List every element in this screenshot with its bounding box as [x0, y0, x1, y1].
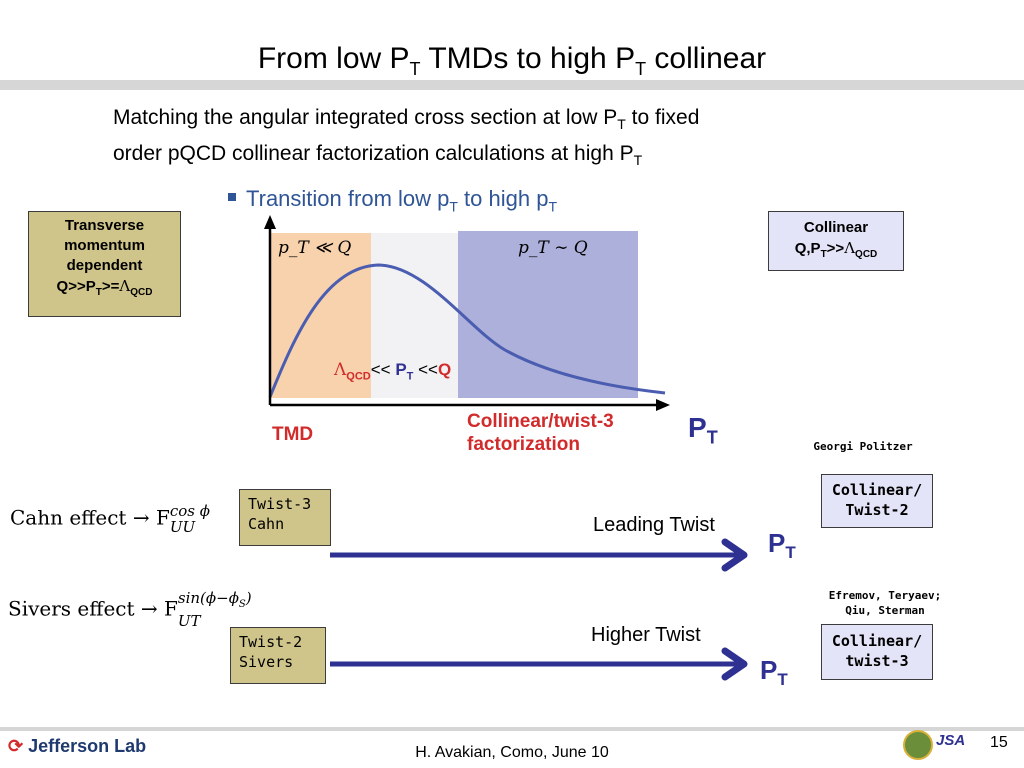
- jlab-swoosh-icon: ⟳: [8, 736, 24, 756]
- cross-section-curve: [268, 263, 666, 398]
- credit-efremov: Efremov, Teryaev; Qiu, Sterman: [828, 589, 942, 617]
- pale-region: [371, 233, 458, 398]
- higher-twist-arrow: [330, 647, 748, 681]
- collinear-twist2-box: Collinear/ Twist-2: [821, 474, 933, 528]
- high-region-label: p_T ∼ Q: [518, 238, 588, 258]
- higher-twist-label: Higher Twist: [591, 624, 701, 646]
- leading-twist-label: Leading Twist: [593, 514, 715, 536]
- leading-twist-arrow: [330, 538, 748, 572]
- tmd-region: [270, 233, 371, 398]
- bullet-transition: Transition from low pT to high pT: [228, 186, 557, 214]
- jefferson-lab-logo: ⟳ Jefferson Lab: [8, 736, 147, 756]
- footer-text: H. Avakian, Como, June 10: [415, 744, 609, 761]
- collinear-box: Collinear Q,PT>>ΛQCD: [768, 211, 904, 271]
- footer-divider: [0, 727, 1024, 731]
- slide-title: From low PT TMDs to high PT collinear: [257, 42, 767, 79]
- leading-pt-label: PT: [768, 528, 796, 563]
- higher-pt-label: PT: [760, 655, 788, 690]
- credit-politzer: Georgi Politzer: [813, 440, 913, 453]
- low-region-label: p_T ≪ Q: [278, 238, 352, 258]
- collinear-factorization-label: Collinear/twist-3 factorization: [467, 411, 614, 455]
- higher-arrowhead-icon: [721, 647, 748, 681]
- y-axis-arrowhead: [264, 215, 276, 229]
- collinear-twist3-box: Collinear/ twist-3: [821, 624, 933, 680]
- sivers-box: Twist-2 Sivers: [230, 627, 326, 684]
- doe-seal-icon: [903, 730, 933, 760]
- intro-text: Matching the angular integrated cross se…: [113, 106, 700, 169]
- title-divider: [0, 80, 1024, 90]
- cahn-box: Twist-3 Cahn: [239, 489, 331, 546]
- bullet-square-icon: [228, 193, 236, 202]
- leading-arrowhead-icon: [721, 538, 748, 572]
- plot-axis-label: PT: [688, 412, 718, 448]
- page-number: 15: [990, 734, 1008, 751]
- tmd-box: Transverse momentum dependent Q>>PT>=ΛQC…: [28, 211, 181, 317]
- jsa-logo: JSA: [936, 732, 966, 749]
- tmd-label: TMD: [272, 424, 314, 445]
- x-axis-arrowhead: [656, 399, 670, 411]
- scale-hierarchy: ΛQCD<< PT <<Q: [334, 360, 452, 383]
- transition-plot: [264, 215, 670, 411]
